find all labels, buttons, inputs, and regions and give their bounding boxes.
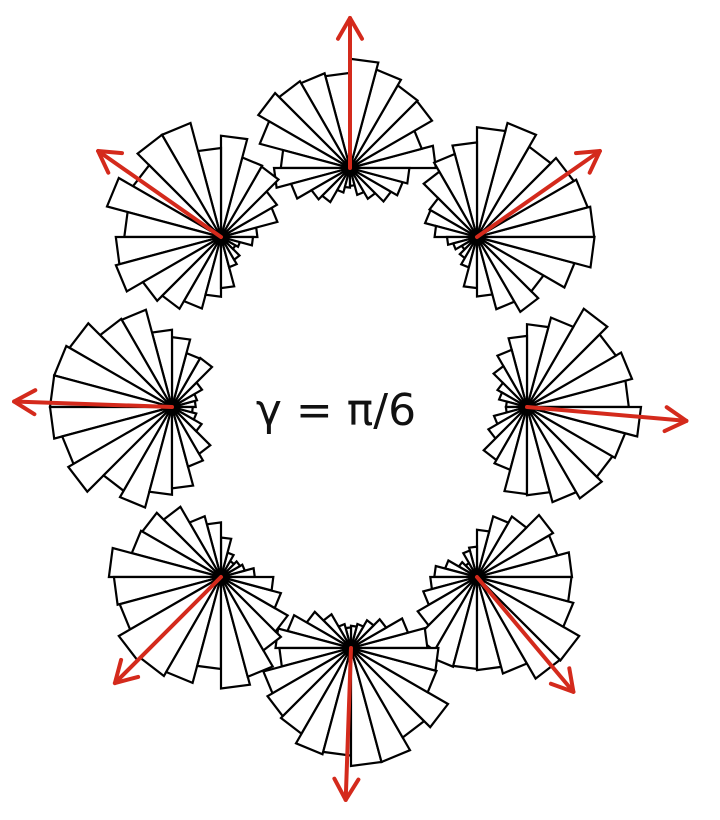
- direction-arrow-head: [96, 149, 124, 175]
- rose-plot-north-east: [422, 121, 602, 314]
- direction-arrow-head: [574, 149, 602, 175]
- rose-wedge: [220, 235, 255, 247]
- rose-plot-north-west: [96, 121, 281, 311]
- direction-arrow-head: [112, 657, 141, 686]
- direction-arrow-head: [12, 388, 38, 417]
- direction-arrow-shaft: [525, 405, 689, 423]
- rose-wedge: [476, 575, 573, 603]
- rose-plots-group: [12, 16, 689, 802]
- rose-wedge: [349, 166, 411, 185]
- rose-plot-south-west: [107, 505, 290, 690]
- direction-arrow-shaft: [475, 575, 576, 694]
- rose-wedge: [476, 235, 596, 269]
- rose-plot-east: [482, 307, 689, 504]
- direction-arrow-head: [662, 405, 689, 434]
- direction-arrow-shaft: [96, 149, 223, 239]
- rose-plot-north: [256, 16, 438, 204]
- direction-arrow-shaft: [12, 399, 174, 409]
- rose-wedge: [220, 575, 275, 592]
- direction-arrow-shaft: [343, 646, 353, 802]
- direction-arrow-head: [332, 776, 361, 802]
- rose-plot-west: [12, 308, 214, 509]
- direction-arrow-shaft: [475, 149, 602, 239]
- direction-arrow-shaft: [112, 575, 223, 686]
- gamma-label: γ = π/6: [256, 385, 416, 436]
- rose-plot-south-east: [415, 513, 581, 694]
- direction-arrow-head: [336, 16, 364, 41]
- direction-arrow-head: [548, 666, 576, 694]
- rose-wedge: [350, 646, 440, 672]
- rose-plot-south: [261, 610, 450, 802]
